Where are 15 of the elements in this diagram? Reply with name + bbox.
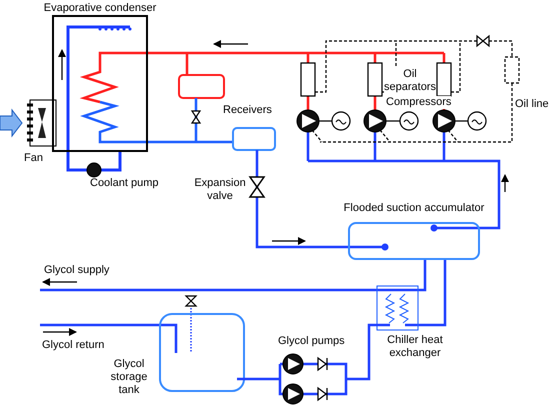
part-label: Glycol return	[42, 339, 104, 352]
part-label: Expansion valve	[193, 177, 247, 203]
part-label: Chiller heat exchanger	[386, 334, 444, 360]
part-label: Coolant pump	[90, 177, 158, 190]
part-label: Glycol supply	[44, 264, 110, 277]
node-title: Flooded suction accumulator	[342, 202, 486, 215]
part-label: Glycol storage tank	[110, 358, 148, 397]
node-title: Evaporative condenser	[42, 2, 158, 15]
part-label: Receivers	[223, 104, 272, 117]
part-label: Oil separators	[384, 68, 436, 94]
condenser-box	[42, 2, 158, 154]
part-label: Compressors	[386, 96, 452, 109]
part-label: Oil line	[515, 98, 549, 111]
part-label: Glycol pumps	[278, 335, 345, 348]
part-label: Fan	[24, 152, 43, 165]
